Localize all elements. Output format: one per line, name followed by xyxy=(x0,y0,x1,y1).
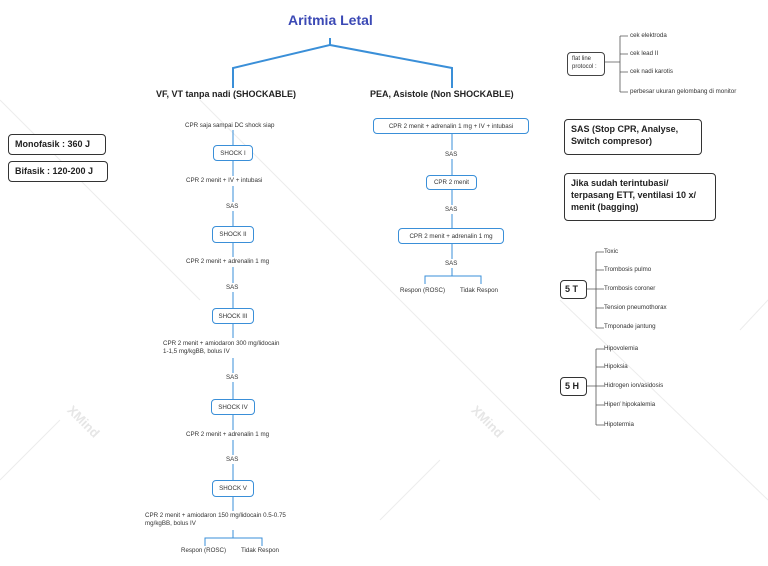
step-sas: SAS xyxy=(226,456,239,463)
flatline-protocol-box: flat line protocol : xyxy=(567,52,605,76)
five-t-item: Toxic xyxy=(604,248,619,255)
node-shock-4: SHOCK IV xyxy=(211,399,255,415)
five-h-item: Hiper/ hipokalemia xyxy=(604,401,656,408)
ventilation-box: Jika sudah terintubasi/ terpasang ETT, v… xyxy=(564,173,716,221)
branch-shockable xyxy=(232,38,331,88)
diagram-title: Aritmia Letal xyxy=(288,12,373,28)
five-h-item: Hipovolemia xyxy=(604,345,639,352)
five-t-item: Trombosis coroner xyxy=(604,285,656,292)
node-shock-3: SHOCK III xyxy=(212,308,254,324)
five-t-item: Trombosis pulmo xyxy=(604,266,652,273)
sas-definition-box: SAS (Stop CPR, Analyse, Switch compresor… xyxy=(564,119,702,155)
node-shock-1: SHOCK I xyxy=(213,145,253,161)
flatline-item: cek nadi karotis xyxy=(630,68,673,75)
outcome-tidak-respon: Tidak Respon xyxy=(241,547,279,554)
step-sas: SAS xyxy=(445,206,458,213)
step-cpr-adrenalin: CPR 2 menit + adrenalin 1 mg xyxy=(186,258,270,265)
five-h-item: Hipotermia xyxy=(604,421,634,428)
node-cpr-adrenalin: CPR 2 menit + adrenalin 1 mg xyxy=(398,228,504,244)
step-sas: SAS xyxy=(226,203,239,210)
outcome-tidak-respon: Tidak Respon xyxy=(460,287,498,294)
five-t-item: Tension pneumothorax xyxy=(604,304,667,311)
step-cpr-iv: CPR 2 menit + IV + intubasi xyxy=(186,177,263,184)
flatline-item: cek lead II xyxy=(630,50,659,57)
step-sas: SAS xyxy=(445,151,458,158)
step-sas: SAS xyxy=(226,284,239,291)
step-cpr-amiodaron-300: CPR 2 menit + amiodaron 300 mg/lidocain … xyxy=(163,340,280,355)
five-h-box: 5 H xyxy=(560,377,587,396)
connectors xyxy=(204,130,482,546)
bifasik-box: Bifasik : 120-200 J xyxy=(8,161,108,182)
step-cpr-initial: CPR saja sampai DC shock siap xyxy=(185,122,275,129)
five-h-item: Hidrogen ion/asidosis xyxy=(604,382,664,389)
nonshockable-heading: PEA, Asistole (Non SHOCKABLE) xyxy=(370,89,514,99)
step-sas: SAS xyxy=(226,374,239,381)
step-cpr-adrenalin: CPR 2 menit + adrenalin 1 mg xyxy=(186,431,270,438)
step-cpr-amiodaron-150: CPR 2 menit + amiodaron 150 mg/lidocain … xyxy=(145,512,286,527)
monofasik-box: Monofasik : 360 J xyxy=(8,134,106,155)
main-branches xyxy=(232,38,453,88)
flatline-item: perbesar ukuran gelombang di monitor xyxy=(630,88,737,95)
outcome-rosc: Respon (ROSC) xyxy=(400,287,446,294)
outcome-rosc: Respon (ROSC) xyxy=(181,547,227,554)
five-t-item: Tmponade jantung xyxy=(604,323,656,330)
shockable-heading: VF, VT tanpa nadi (SHOCKABLE) xyxy=(156,89,297,99)
side-connectors xyxy=(587,35,628,426)
five-h-item: Hipoksia xyxy=(604,363,628,370)
five-t-box: 5 T xyxy=(560,280,587,299)
node-cpr-adrenalin-iv: CPR 2 menit + adrenalin 1 mg + IV + intu… xyxy=(373,118,529,134)
node-shock-5: SHOCK V xyxy=(212,480,254,497)
step-sas: SAS xyxy=(445,260,458,267)
node-shock-2: SHOCK II xyxy=(212,226,254,243)
node-cpr-2-menit: CPR 2 menit xyxy=(426,175,477,190)
flatline-item: cek elektroda xyxy=(630,32,667,39)
